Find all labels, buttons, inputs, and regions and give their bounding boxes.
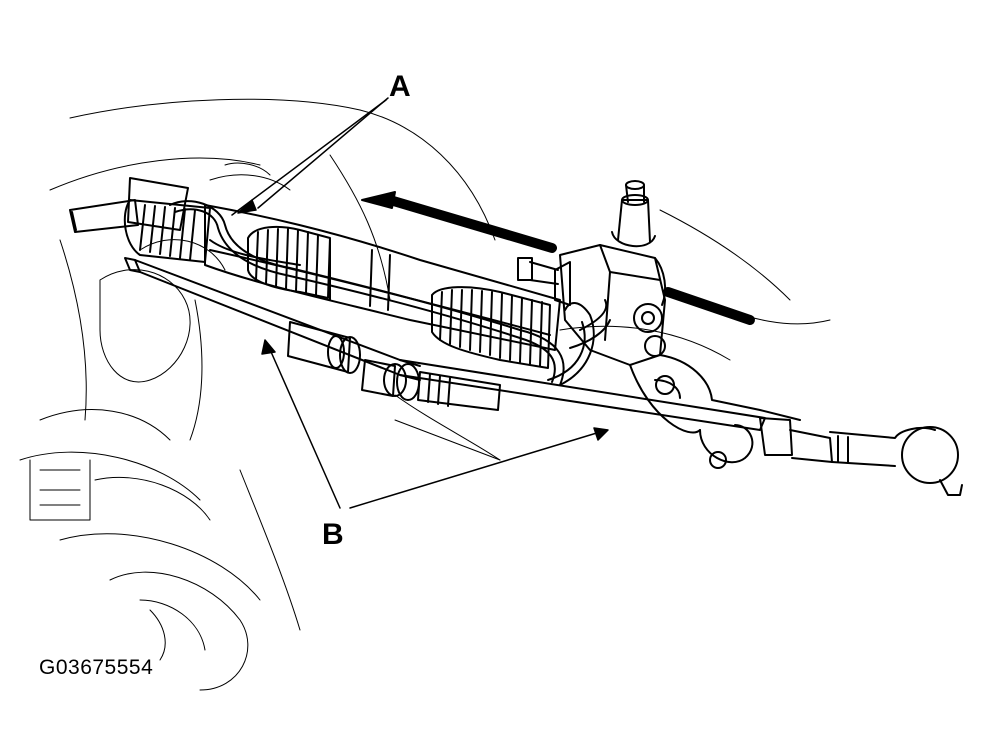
valve-body bbox=[517, 244, 667, 366]
figure-code: G03675554 bbox=[39, 656, 154, 679]
left-bracket bbox=[69, 177, 189, 233]
callout-a-leader bbox=[231, 97, 389, 216]
tie-rod-joints bbox=[287, 321, 501, 411]
tie-rod bbox=[124, 257, 766, 431]
rack-housing bbox=[204, 204, 561, 351]
left-boot bbox=[123, 199, 211, 263]
callout-label-a: A bbox=[389, 70, 411, 103]
right-boot bbox=[431, 286, 551, 369]
callout-b-leader bbox=[261, 339, 609, 509]
callout-label-b: B bbox=[322, 518, 344, 551]
removal-direction-arrow bbox=[361, 191, 755, 325]
right-mount bbox=[629, 354, 801, 469]
hydraulic-lines bbox=[169, 200, 611, 386]
pinion-shaft bbox=[611, 180, 656, 248]
outer-tie-rod-end bbox=[759, 417, 963, 496]
center-left-boot bbox=[247, 225, 331, 299]
background-body-contours bbox=[19, 98, 831, 691]
